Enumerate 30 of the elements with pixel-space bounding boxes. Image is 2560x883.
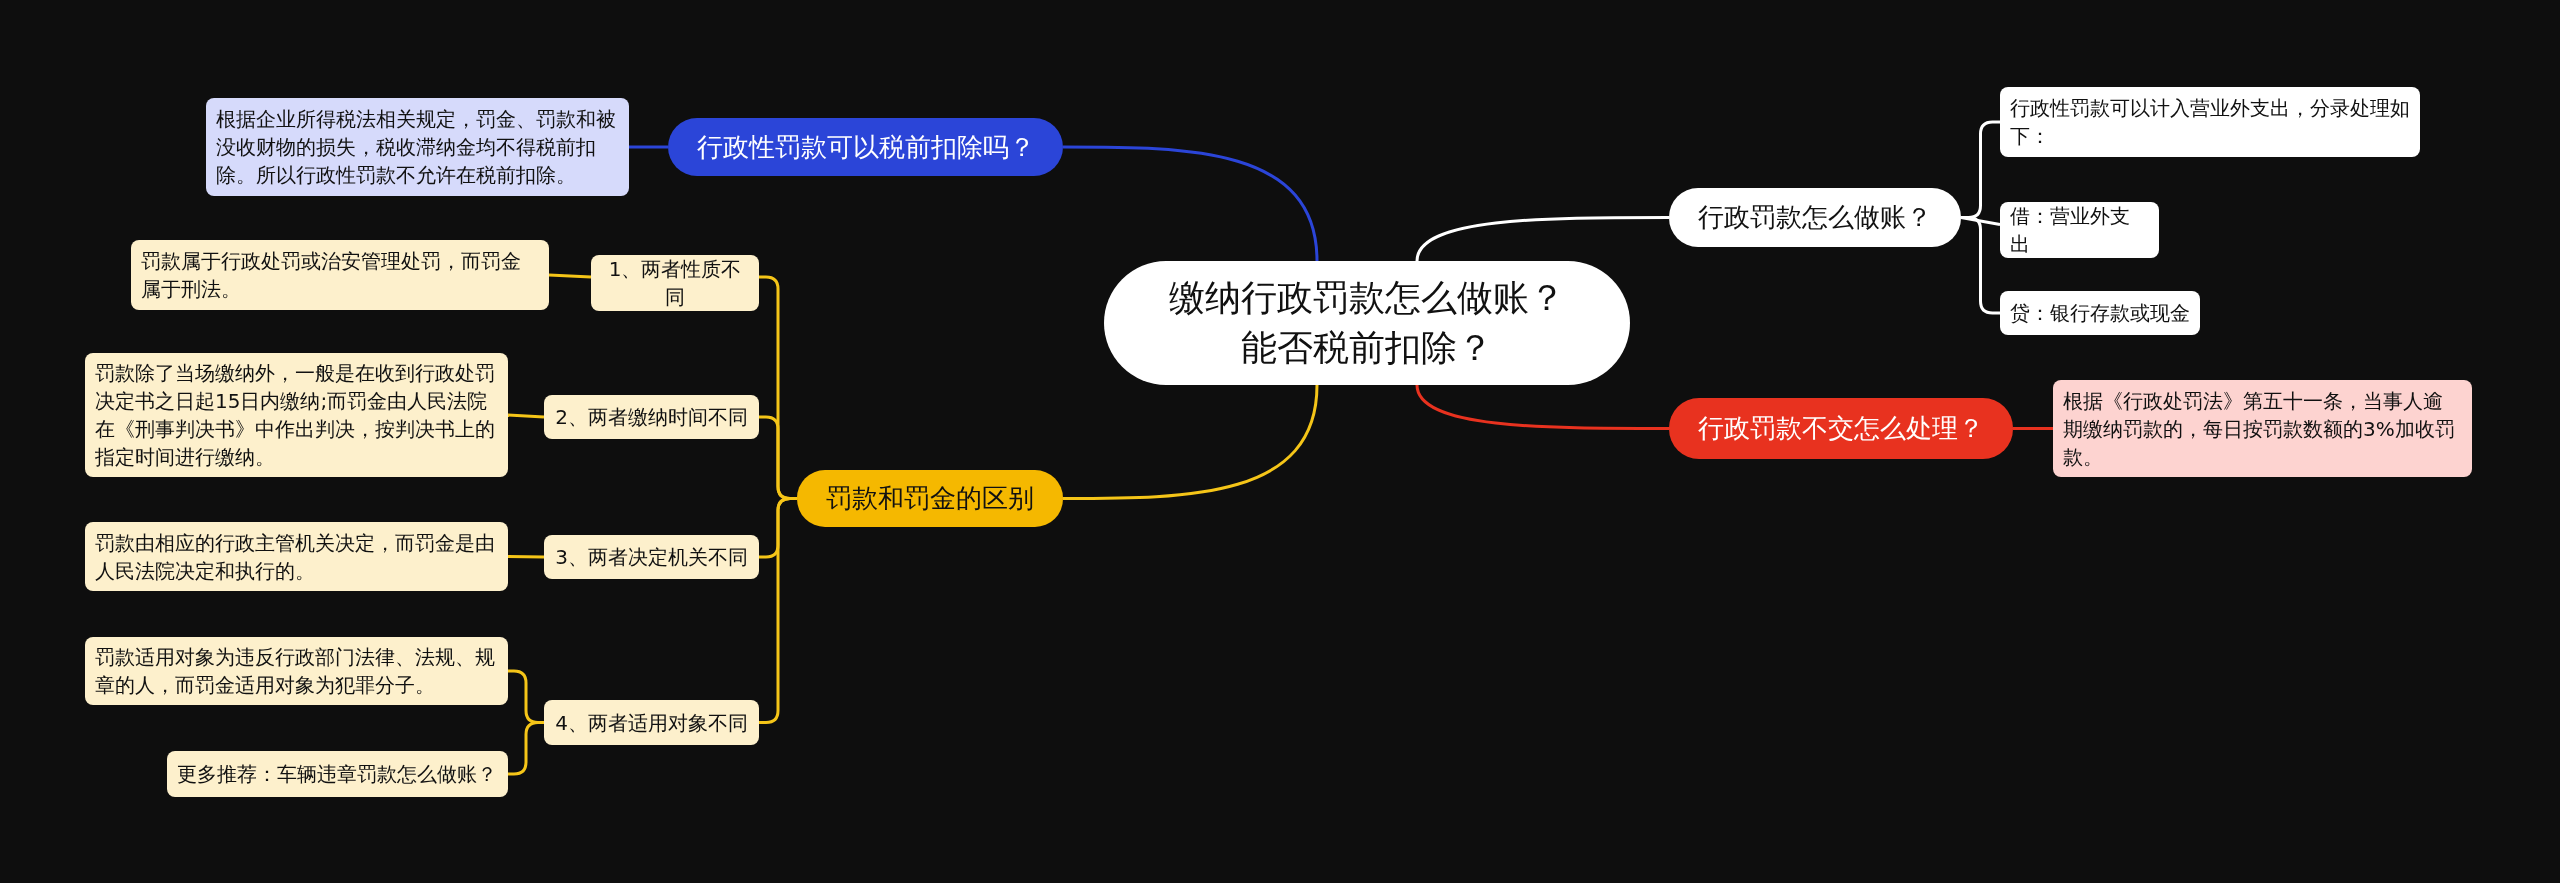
topic-pill: 行政性罚款可以税前扣除吗？ [668, 118, 1063, 176]
connector-line [548, 273, 592, 279]
subtopic-box: 2、两者缴纳时间不同 [544, 395, 759, 439]
note-card: 罚款由相应的行政主管机关决定，而罚金是由人民法院决定和执行的。 [85, 522, 508, 591]
connector-line [507, 555, 545, 559]
subtopic-box: 1、两者性质不同 [591, 255, 759, 311]
topic-pill: 行政罚款怎么做账？ [1669, 188, 1961, 247]
note-card: 根据企业所得税法相关规定，罚金、罚款和被没收财物的损失，税收滞纳金均不得税前扣除。所以行政性罚款不允许在税前扣除。 [206, 98, 629, 196]
note-card: 更多推荐：车辆违章罚款怎么做账？ [167, 751, 508, 797]
connector-line [2013, 427, 2053, 430]
connector-line [759, 497, 797, 724]
connector-line [1415, 216, 1669, 262]
connector-line [1063, 145, 1319, 262]
central-topic: 缴纳行政罚款怎么做账？能否税前扣除？ [1104, 261, 1630, 385]
note-card: 根据《行政处罚法》第五十一条，当事人逾期缴纳罚款的，每日按罚款数额的3%加收罚款。 [2053, 380, 2472, 477]
subtopic-box: 3、两者决定机关不同 [544, 535, 759, 579]
connector-line [629, 145, 668, 149]
note-card: 罚款除了当场缴纳外，一般是在收到行政处罚决定书之日起15日内缴纳;而罚金由人民法院在《刑事判决书》中作出判决，按判决书上的指定时间进行缴纳。 [85, 353, 508, 477]
note-card: 罚款属于行政处罚或治安管理处罚，而罚金属于刑法。 [131, 240, 549, 310]
topic-pill: 行政罚款不交怎么处理？ [1669, 398, 2013, 459]
connector-line [1961, 216, 2000, 315]
connector-line [1063, 384, 1319, 500]
topic-pill: 罚款和罚金的区别 [797, 470, 1063, 527]
connector-line [1415, 384, 1669, 430]
subtopic-box: 4、两者适用对象不同 [544, 700, 759, 745]
note-card: 行政性罚款可以计入营业外支出，分录处理如下： [2000, 87, 2420, 157]
connector-line [507, 413, 545, 419]
note-card: 贷：银行存款或现金 [2000, 291, 2200, 335]
note-card: 罚款适用对象为违反行政部门法律、法规、规章的人，而罚金适用对象为犯罪分子。 [85, 637, 508, 705]
note-card: 借：营业外支出 [2000, 202, 2159, 258]
